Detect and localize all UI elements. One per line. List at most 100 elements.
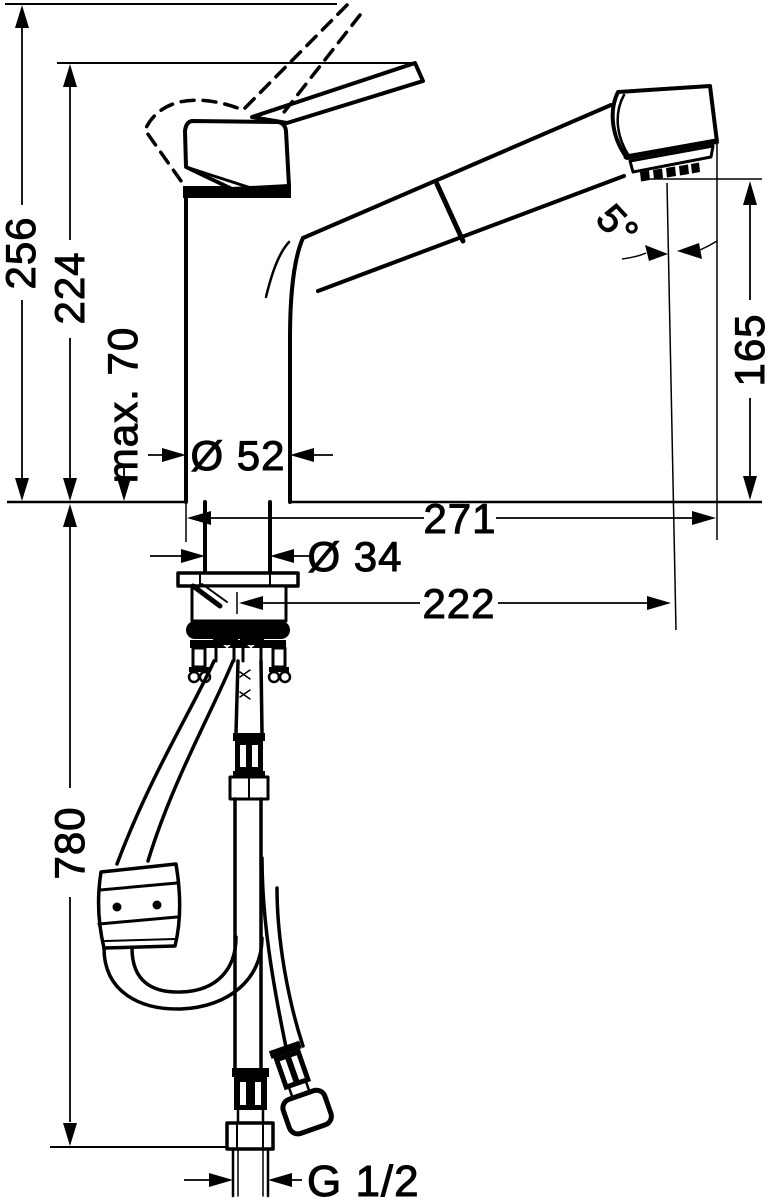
diag-collar — [268, 1040, 302, 1059]
arrowhead-down — [117, 478, 131, 501]
dim-g12-label: G 1/2 — [307, 1157, 420, 1200]
crimp-body — [234, 1077, 267, 1110]
rod-washer-right — [269, 667, 289, 672]
mounting-screw-2 — [201, 583, 228, 603]
arrowhead-right — [181, 549, 205, 563]
thread-pipe-inner — [237, 1148, 264, 1197]
dim-271: 271 — [187, 495, 716, 543]
arrowhead-right — [209, 1173, 233, 1187]
weight-base-line — [104, 938, 176, 942]
faucet-outline — [143, 3, 719, 504]
aerator-teeth — [640, 162, 700, 182]
shank-fill — [205, 503, 270, 573]
angle-tail-left — [621, 252, 647, 260]
braid-ticks-upper — [239, 669, 251, 700]
diagonal-fitting — [268, 1040, 334, 1137]
hoses — [96, 659, 334, 1198]
dim-224-label: 224 — [46, 251, 93, 324]
hose-weight — [96, 862, 182, 950]
body-blend-curve — [264, 240, 291, 299]
arrowhead-left — [268, 1173, 292, 1187]
dim-o52-label: Ø 52 — [190, 432, 285, 479]
dim-780: 780 — [46, 504, 94, 1146]
connector-collar-bottom — [233, 771, 265, 777]
crimp-slot — [240, 1082, 246, 1105]
arrowhead-right — [162, 448, 186, 462]
hose-loop-inner — [130, 935, 238, 994]
angle-tail-right — [699, 240, 718, 251]
arrowhead-right — [645, 245, 668, 261]
handle-cap — [183, 119, 291, 191]
mounting-hardware — [176, 500, 300, 684]
spout-lower-edge — [316, 174, 626, 293]
dimension-annotations: 256 224 max. 70 Ø 52 271 — [0, 3, 767, 1200]
dim-271-label: 271 — [423, 495, 496, 542]
dim-o34: Ø 34 — [150, 533, 402, 581]
rod-washer-left — [189, 667, 209, 672]
union-nut-facets — [236, 1122, 264, 1150]
connector-crimp — [235, 741, 263, 771]
handle-raised-dashed — [143, 3, 349, 190]
dim-o34-label: Ø 34 — [307, 533, 402, 580]
arrowhead-up — [15, 5, 29, 28]
body-fill — [184, 196, 291, 502]
dim-165: 165 — [726, 181, 767, 500]
crimp-slot — [255, 1082, 261, 1105]
arrowhead-right — [647, 596, 671, 610]
handle-lever — [250, 61, 425, 125]
weight-bottom-line — [97, 915, 179, 926]
mounting-screw — [190, 583, 223, 609]
rod-nut — [187, 670, 201, 684]
arrowhead-right — [692, 511, 716, 525]
dim-224: 224 — [46, 64, 94, 501]
arrowhead-down — [63, 478, 77, 501]
weight-screw — [152, 900, 162, 910]
hose-stub-cap-left — [213, 636, 238, 645]
dim-256-label: 256 — [0, 216, 44, 289]
spout-fill — [299, 103, 629, 294]
arrowhead-down — [743, 476, 757, 500]
arrowhead-up — [743, 181, 757, 205]
arrowhead-left — [270, 549, 294, 563]
connector-slot — [240, 745, 246, 767]
spray-head-band — [623, 138, 719, 160]
connector-collar-top — [233, 733, 265, 741]
weight-body — [96, 862, 182, 950]
arrowhead-down — [63, 1123, 77, 1146]
crimp-collar — [232, 1068, 269, 1077]
arrowhead-up — [63, 504, 77, 527]
spray-head-skirt — [628, 144, 715, 174]
arrowhead-left — [239, 596, 263, 610]
arrowhead-up — [63, 64, 77, 87]
handle-raised-dashed-2 — [279, 13, 362, 118]
spout-pullout-joint — [434, 181, 466, 244]
connector-slot — [252, 745, 258, 767]
threaded-rod-left — [191, 646, 207, 669]
threaded-rod-right — [271, 646, 287, 669]
body-right-edge — [288, 236, 305, 504]
pullout-hose-left-edge — [115, 659, 216, 866]
escutcheon-plate — [176, 571, 300, 588]
arrowhead-left — [677, 243, 702, 259]
union-nut — [225, 1121, 275, 1151]
diag-slot — [279, 1059, 294, 1084]
dim-g12: G 1/2 — [184, 1157, 420, 1200]
hose-loop-outer — [102, 936, 264, 1011]
supply-hose-upper — [234, 659, 264, 735]
outlet-axis-5deg — [666, 182, 677, 631]
handle-cap-bevel — [184, 165, 253, 190]
arrowhead-left — [290, 448, 314, 462]
hose-stub-cap-right — [240, 636, 264, 645]
spout-upper-edge — [301, 103, 613, 240]
diag-nut — [280, 1087, 334, 1137]
rod-nut — [267, 670, 281, 684]
dim-max70-label: max. 70 — [99, 327, 146, 483]
weight-screw — [112, 902, 122, 912]
weight-top-line — [98, 881, 179, 892]
spray-head-crease — [616, 93, 631, 158]
oring-band — [186, 621, 290, 639]
dim-5deg-label: 5° — [587, 196, 647, 255]
dim-o52: Ø 52 — [148, 432, 333, 480]
diag-crimp — [273, 1048, 312, 1091]
arrowhead-down — [15, 478, 29, 501]
